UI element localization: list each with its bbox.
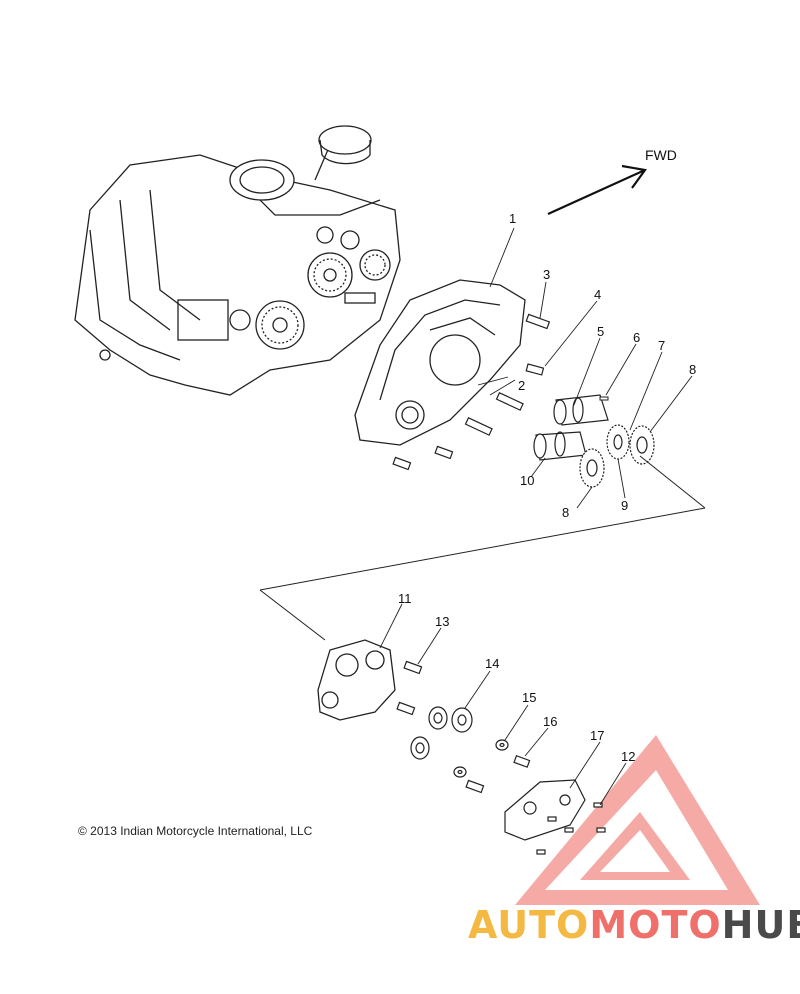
watermark-part3: HUB (721, 903, 800, 947)
callout-1: 1 (509, 211, 516, 226)
part-6-key (599, 396, 609, 401)
watermark-logo (515, 735, 760, 905)
callout-8-lower: 8 (562, 505, 569, 520)
bearings-14 (410, 706, 473, 760)
bolts-housing (396, 660, 531, 794)
engine-crankcase (74, 125, 401, 396)
washers-15 (453, 739, 509, 778)
watermark-text: AUTOMOTOHUB (468, 903, 800, 947)
callout-17: 17 (590, 728, 604, 743)
callout-4: 4 (594, 287, 601, 302)
forward-arrow (547, 164, 647, 216)
callout-9: 9 (621, 498, 628, 513)
watermark-part2: MOTO (589, 903, 722, 947)
part-1-cover (354, 279, 526, 446)
camshafts (533, 394, 609, 461)
callout-15: 15 (522, 690, 536, 705)
callout-10: 10 (520, 473, 534, 488)
cam-gears (579, 424, 655, 488)
watermark-part1: AUTO (468, 903, 590, 947)
callout-14: 14 (485, 656, 499, 671)
callout-2: 2 (518, 378, 525, 393)
section-divider (259, 455, 706, 641)
fwd-label: FWD (645, 147, 677, 163)
part-11-housing (317, 639, 396, 721)
callout-13: 13 (435, 614, 449, 629)
callout-16: 16 (543, 714, 557, 729)
copyright-notice: © 2013 Indian Motorcycle International, … (78, 824, 313, 838)
callout-7: 7 (658, 338, 665, 353)
callout-3: 3 (543, 267, 550, 282)
callout-5: 5 (597, 324, 604, 339)
callout-6: 6 (633, 330, 640, 345)
callout-11: 11 (398, 591, 412, 606)
part-17-plate (504, 779, 606, 855)
bolts-cover (392, 313, 551, 471)
leader-lines (379, 227, 693, 806)
callout-12: 12 (621, 749, 635, 764)
callout-8-upper: 8 (689, 362, 696, 377)
callout-numbers: 1 2 3 4 5 6 7 8 8 9 10 11 12 13 14 15 16… (398, 211, 696, 764)
